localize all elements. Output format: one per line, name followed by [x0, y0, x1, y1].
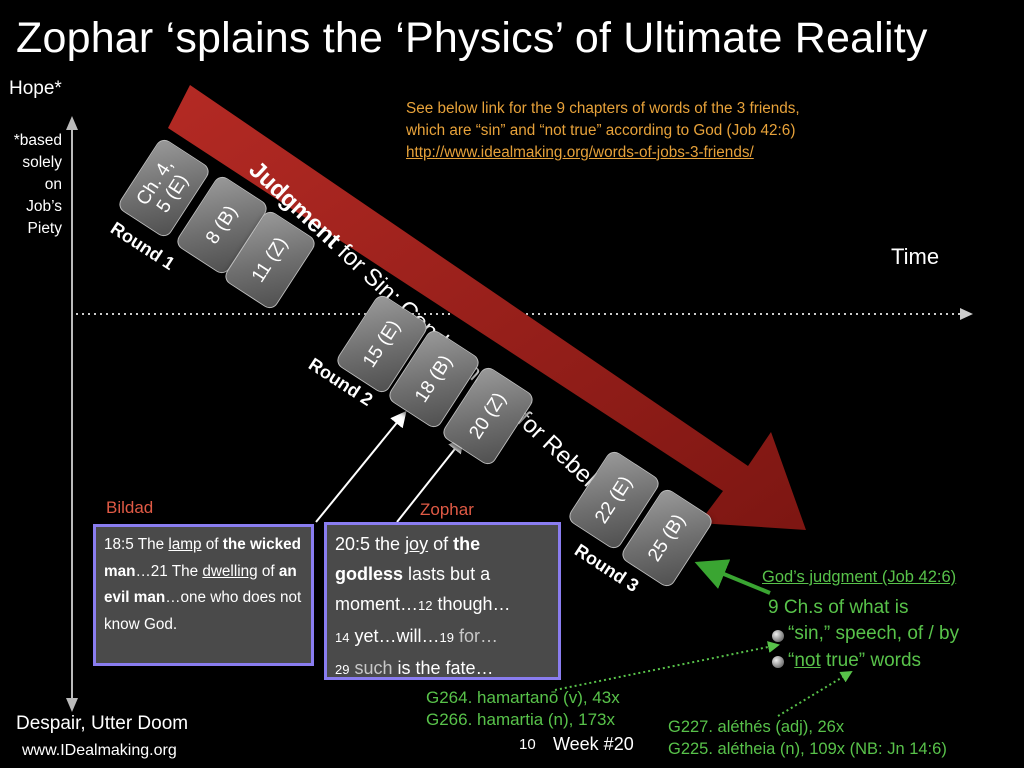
bildad-arrow [315, 410, 407, 523]
quote-bold: an evil man [104, 562, 297, 607]
greek-g266: G266. hamartia (n), 173x [426, 710, 615, 729]
quote-underlined: dwelling [202, 562, 258, 580]
quote-underlined: lamp [168, 536, 202, 553]
x-axis-label: Time [891, 244, 940, 269]
card-label: 15 (E) [359, 316, 405, 372]
time-axis-arrow [960, 308, 973, 320]
greek-g264: G264. hamartanō (v), 43x [426, 688, 620, 707]
quote-text: is the fate… [392, 658, 494, 678]
verse-number: 29 [335, 662, 350, 677]
zophar-quote-box: 20:5 the joy of the godless lasts but a … [324, 522, 561, 680]
friends-words-link[interactable]: http://www.idealmaking.org/words-of-jobs… [406, 144, 754, 161]
link-note: See below link for the 9 chapters of wor… [406, 98, 836, 164]
card-label: 11 (Z) [247, 233, 293, 287]
quote-text: 20:5 the [335, 534, 406, 554]
not-word: not [794, 650, 821, 671]
quote-text: for… [453, 626, 498, 646]
card-label: 20 (Z) [465, 389, 511, 443]
card-label: 8 (B) [201, 202, 243, 248]
page-number: 10 [519, 736, 536, 753]
link-note-text: See below link for the 9 chapters of wor… [406, 100, 800, 139]
y-axis-top-label: Hope* [9, 78, 62, 99]
quote-text: of [201, 536, 223, 553]
verse-number: 12 [418, 598, 433, 613]
quote-text: 18:5 The [104, 536, 169, 553]
sin-speech-item: “sin,” speech, of / by [788, 623, 960, 644]
quote-text: of [257, 562, 279, 580]
gods-judgment-heading: God’s judgment (Job 42:6) [762, 568, 957, 586]
page-title: Zophar ‘splains the ‘Physics’ of Ultimat… [16, 14, 928, 62]
bildad-name: Bildad [106, 498, 154, 517]
y-axis-bottom-label: Despair, Utter Doom [16, 713, 189, 734]
not-true-item: “not true” words [788, 650, 921, 672]
zophar-name: Zophar [420, 500, 474, 519]
greek-g225: G225. alétheia (n), 109x (NB: Jn 14:6) [668, 740, 947, 758]
judgment-band [168, 85, 806, 530]
greek-g227: G227. aléthés (adj), 26x [668, 718, 845, 736]
verse-number: 19 [439, 630, 454, 645]
not-true-open: “ [788, 650, 795, 671]
true-link-arrow [777, 670, 853, 717]
bullet-icon [772, 656, 784, 668]
not-true-rest: true” words [820, 650, 922, 671]
zophar-arrow [396, 436, 465, 523]
card-label: 22 (E) [591, 472, 637, 528]
bildad-quote-box: 18:5 The lamp of the wicked man…21 The d… [93, 524, 314, 666]
card-label: 25 (B) [644, 510, 690, 566]
quote-bold: the godless [335, 534, 481, 584]
card-label: 18 (B) [411, 351, 457, 407]
quote-text: though… [432, 594, 511, 614]
nine-chapters-text: 9 Ch.s of what is [768, 597, 909, 618]
y-axis-footnote: *based solely on Job’s Piety [13, 132, 62, 237]
verse-number: 14 [335, 630, 350, 645]
sin-link-arrow [554, 641, 780, 691]
quote-text: lasts but a moment… [335, 564, 491, 614]
quote-bold: the wicked man [104, 536, 301, 580]
week-label: Week #20 [553, 734, 634, 754]
quote-text: …one who does not know God. [104, 589, 302, 633]
quote-text: yet…will… [349, 626, 440, 646]
website-footer: www.IDealmaking.org [22, 742, 177, 759]
quote-text: …21 The [135, 562, 203, 580]
judgment-green-arrow [694, 559, 771, 595]
quote-underlined: joy [405, 534, 429, 554]
y-axis-top-arrow [66, 116, 78, 130]
quote-text: of [428, 534, 454, 554]
bullet-icon [772, 630, 784, 642]
y-axis-bottom-arrow [66, 698, 78, 712]
quote-text: such [349, 658, 393, 678]
